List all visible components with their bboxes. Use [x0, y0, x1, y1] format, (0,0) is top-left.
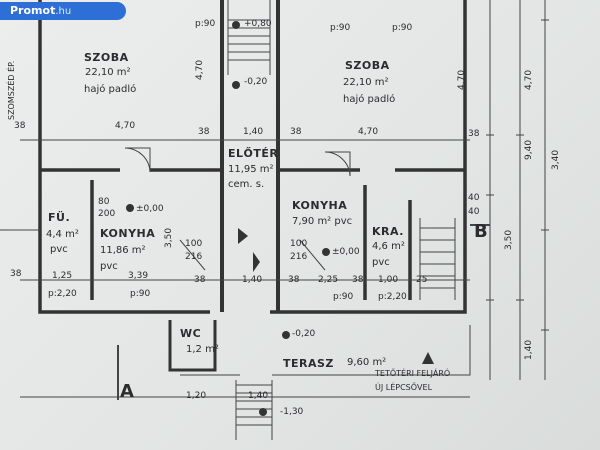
room-label-konyha-left: KONYHA — [100, 227, 156, 240]
note-stair-1: TETŐTÉRI FELJÁRÓ — [375, 369, 451, 378]
level-value: -1,30 — [280, 407, 304, 417]
arrow-marker — [238, 228, 248, 244]
room-area-fu: 4,4 m² — [46, 229, 79, 240]
room-label-fu: FÜ. — [48, 211, 71, 224]
room-label-konyha-right: KONYHA — [292, 199, 348, 212]
dimension-label: 4,70 — [115, 121, 136, 131]
dimension-label: 4,70 — [524, 69, 534, 90]
level-value: ±0,00 — [136, 204, 164, 214]
room-label-terasz: TERASZ — [283, 357, 334, 370]
dimension-label: 100 — [185, 239, 203, 249]
level-value: +0,80 — [244, 19, 272, 29]
level-value: -0,20 — [244, 77, 268, 87]
dimension-label: 38 — [198, 127, 210, 137]
section-marker-a: A — [120, 381, 134, 402]
stair-terrace — [236, 384, 272, 426]
level-value: -0,20 — [292, 329, 316, 339]
dimension-label: p:90 — [330, 23, 351, 33]
dimension-label: 1,40 — [248, 391, 269, 401]
dimension-label: 216 — [290, 252, 308, 262]
door-swing — [125, 147, 151, 172]
room-area-szoba-right: 22,10 m² — [343, 77, 389, 88]
dimension-label: 100 — [290, 239, 308, 249]
note-stair-2: ÚJ LÉPCSŐVEL — [375, 383, 433, 392]
room-area-szoba-left: 22,10 m² — [85, 67, 131, 78]
dimension-label: 4,70 — [358, 127, 379, 137]
room-area-konyha-right: 7,90 m² pvc — [292, 216, 353, 227]
dimension-label: 38 — [14, 121, 26, 131]
dimension-label: p:2,20 — [48, 289, 77, 299]
dimension-label: p:90 — [195, 19, 216, 29]
dimension-label: 38 — [288, 275, 300, 285]
dimension-label: p:90 — [333, 292, 354, 302]
dimension-label: p:90 — [130, 289, 151, 299]
dimension-label: p:90 — [392, 23, 413, 33]
dimension-label: 3,50 — [164, 227, 174, 248]
dimension-label: 3,50 — [504, 229, 514, 250]
level-markers — [126, 21, 330, 416]
dimension-label: 1,20 — [186, 391, 207, 401]
dimension-label: 1,25 — [52, 271, 73, 281]
dimension-label: 4,70 — [457, 69, 467, 90]
dimension-label: 216 — [185, 252, 203, 262]
site-badge[interactable]: Promot.hu — [0, 2, 126, 20]
dimension-label: 38 — [468, 129, 480, 139]
dimension-label: 40 — [468, 193, 480, 203]
dimension-label: 9,40 — [524, 139, 534, 160]
dimension-label: 80 — [98, 197, 110, 207]
dimension-label: 38 — [290, 127, 302, 137]
dimension-label: 200 — [98, 209, 116, 219]
dimension-label: 38 — [194, 275, 206, 285]
room-area-eloter: 11,95 m² — [228, 164, 274, 175]
site-name: Promot — [10, 4, 56, 17]
dimension-line — [489, 0, 546, 380]
room-floor-kra: pvc — [372, 257, 390, 268]
room-label-kra: KRA. — [372, 225, 404, 238]
dimension-label: 3,40 — [551, 149, 561, 170]
dimension-label: 40 — [468, 207, 480, 217]
dimension-label: 2,25 — [318, 275, 339, 285]
dimension-label: 38 — [352, 275, 364, 285]
room-label-eloter: ELŐTÉR — [228, 147, 279, 160]
outer-wall — [38, 0, 467, 314]
room-area-kra: 4,6 m² — [372, 241, 405, 252]
level-value: ±0,00 — [332, 247, 360, 257]
dimension-label: 1,00 — [378, 275, 399, 285]
room-floor-fu: pvc — [50, 244, 68, 255]
room-label-wc: WC — [180, 327, 202, 340]
wc-walls — [168, 320, 217, 372]
room-floor-szoba-left: hajó padló — [84, 84, 137, 95]
exit-arrow — [422, 352, 434, 364]
neighbor-label: SZOMSZÉD ÉP. — [7, 60, 16, 120]
room-area-terasz: 9,60 m² — [347, 357, 387, 368]
dimension-label: 4,70 — [195, 59, 205, 80]
stair-right — [420, 227, 455, 289]
dimension-label: 1,40 — [524, 339, 534, 360]
room-floor-szoba-right: hajó padló — [343, 94, 396, 105]
dimension-label: 3,39 — [128, 271, 149, 281]
dimension-label: p:2,20 — [378, 292, 407, 302]
section-marker-b: B — [474, 221, 488, 242]
room-label-szoba-left: SZOBA — [84, 51, 129, 64]
dimension-label: 1,40 — [243, 127, 264, 137]
dimension-label: 38 — [10, 269, 22, 279]
terrace-outline — [180, 325, 471, 376]
room-label-szoba-right: SZOBA — [345, 59, 390, 72]
dimension-label: 25 — [416, 275, 428, 285]
room-area-konyha-left: 11,86 m² — [100, 245, 146, 256]
room-floor-eloter: cem. s. — [228, 179, 265, 190]
site-tld: .hu — [55, 6, 72, 17]
room-area-wc: 1,2 m² — [186, 344, 219, 355]
stair-top — [228, 19, 270, 61]
room-floor-konyha-left: pvc — [100, 261, 118, 272]
dimension-label: 1,40 — [242, 275, 263, 285]
